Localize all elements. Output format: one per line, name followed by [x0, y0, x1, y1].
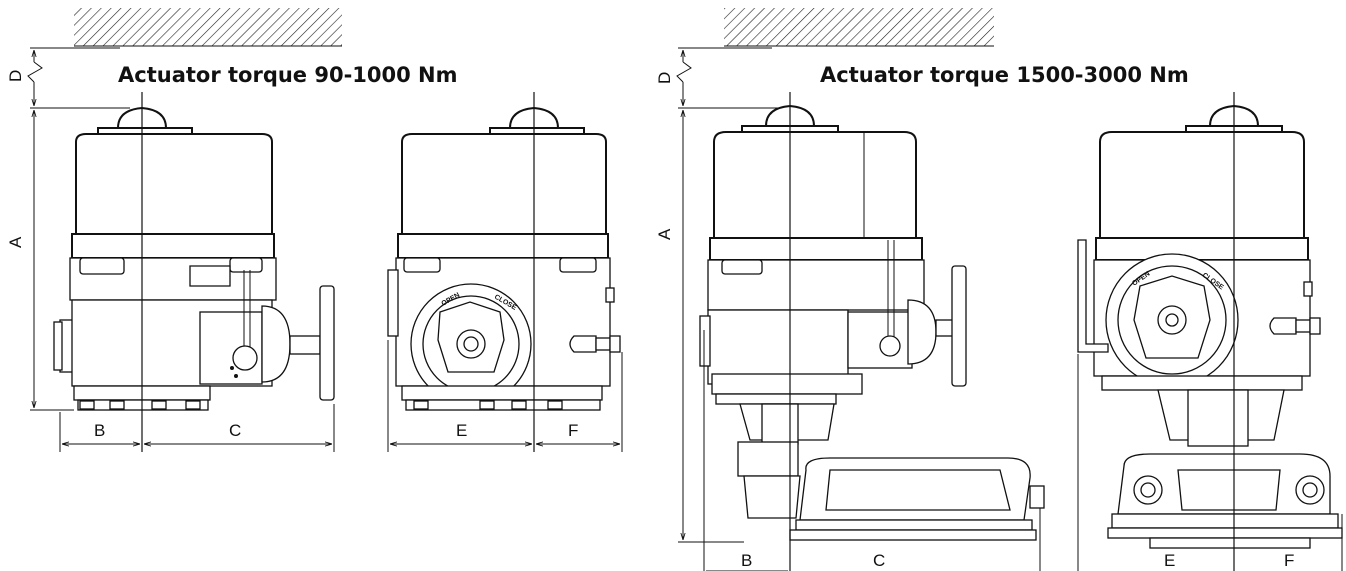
ceiling-hatch-right [724, 8, 994, 46]
dim-label-e-right: E [1164, 551, 1175, 570]
dim-label-f-left: F [568, 421, 578, 440]
dim-label-b-left: B [94, 421, 105, 440]
right-title: Actuator torque 1500-3000 Nm [820, 63, 1189, 87]
dim-label-c-right: C [873, 551, 885, 570]
actuator-front-view-right: OPEN CLOSE [1077, 104, 1343, 549]
left-drawing: Actuator torque 90-1000 Nm D A [6, 8, 623, 452]
left-title: Actuator torque 90-1000 Nm [118, 63, 458, 87]
actuator-front-view-left: OPEN CLOSE [387, 106, 621, 411]
dim-label-b-right: B [741, 551, 752, 570]
dim-label-d-left: D [6, 70, 25, 82]
ceiling-hatch-left [74, 8, 342, 46]
actuator-side-view-right [699, 104, 1045, 541]
dim-label-c-left: C [229, 421, 241, 440]
dim-label-a-left: A [6, 236, 25, 248]
dim-label-e-left: E [456, 421, 467, 440]
dim-label-f-right: F [1284, 551, 1294, 570]
actuator-side-view-left [53, 106, 335, 411]
dim-label-d-right: D [655, 72, 674, 84]
right-drawing: Actuator torque 1500-3000 Nm D A [655, 8, 1343, 571]
dim-label-a-right: A [655, 228, 674, 240]
